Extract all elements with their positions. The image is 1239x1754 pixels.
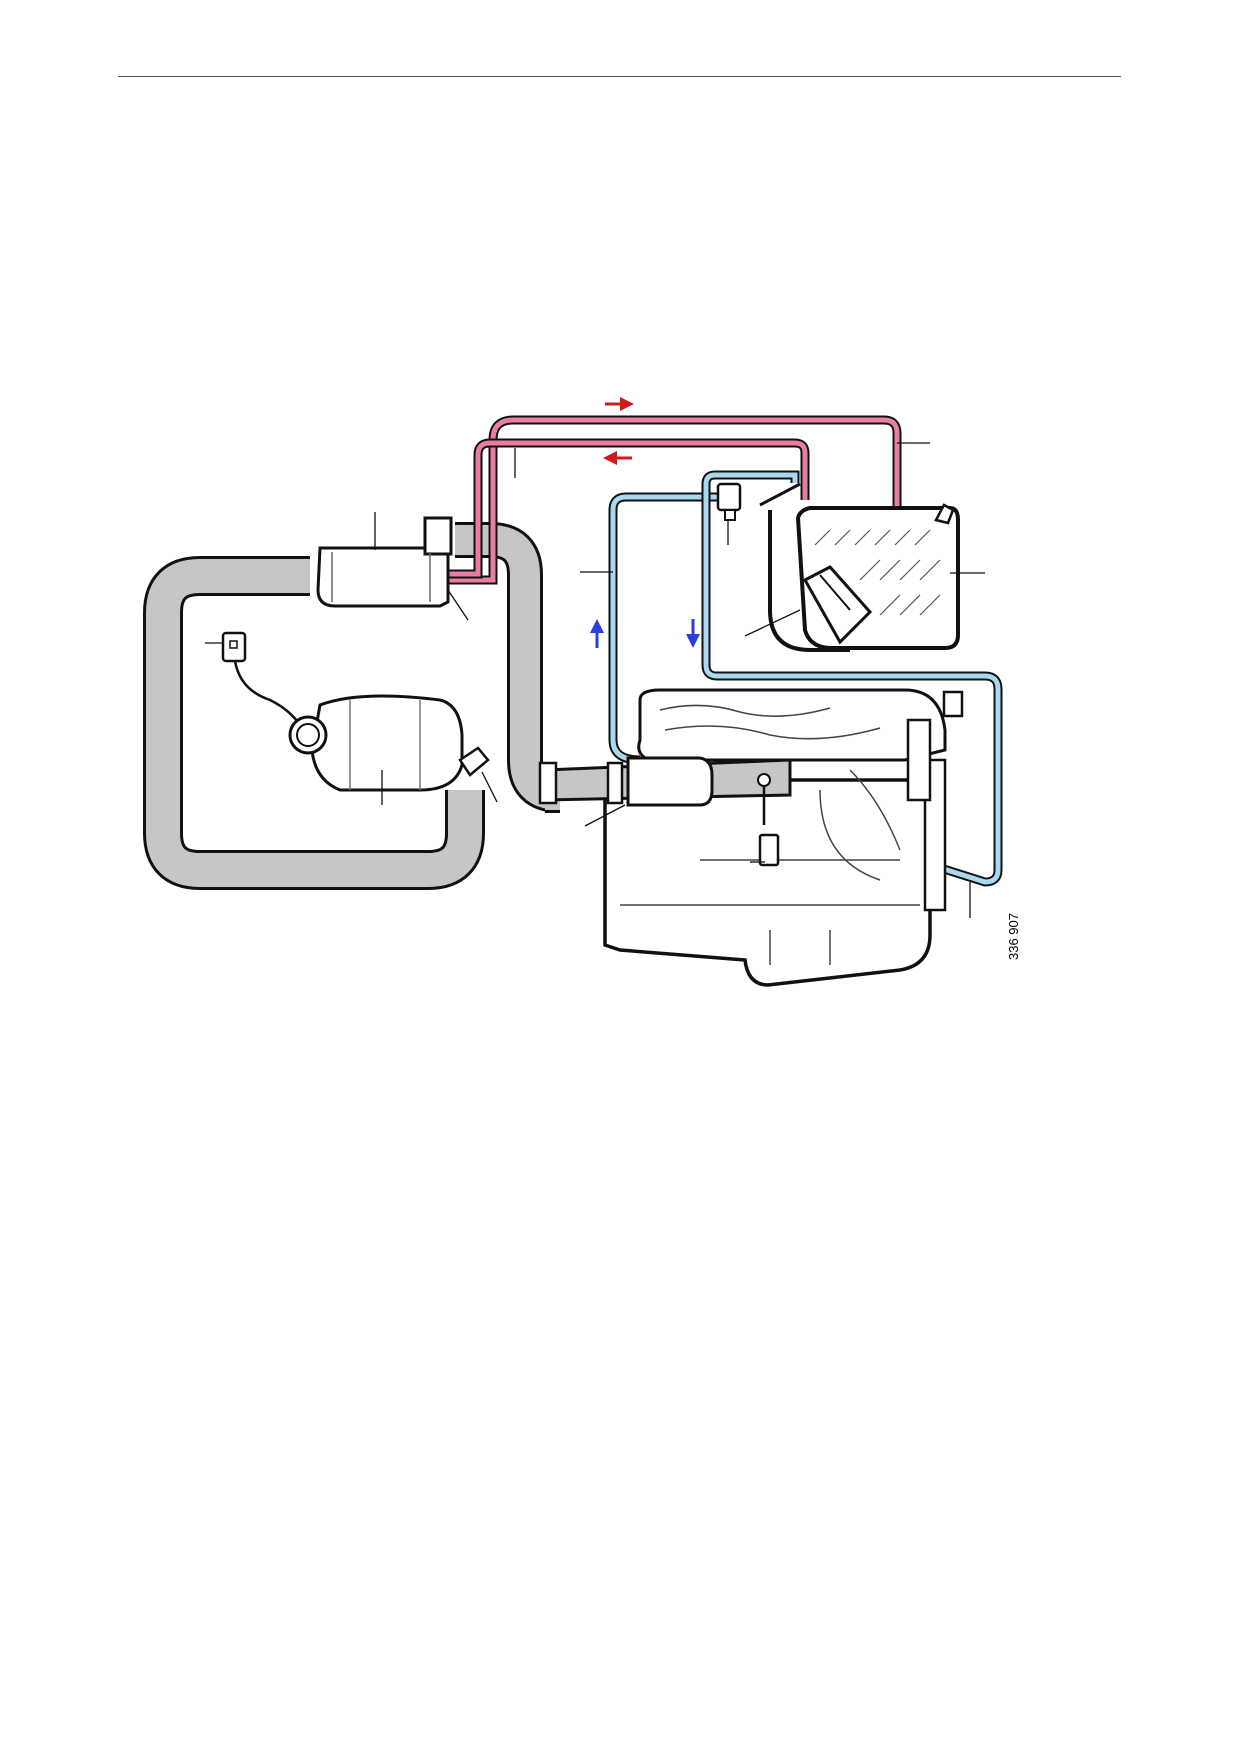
arrow-up-blue bbox=[590, 619, 604, 648]
arrow-down-blue bbox=[686, 619, 700, 648]
coolant-pump bbox=[538, 756, 792, 807]
engine-block bbox=[603, 688, 964, 987]
level-sensor bbox=[221, 631, 302, 726]
leader-lines bbox=[205, 442, 985, 918]
figure-number-text: 336 907 bbox=[1006, 913, 1021, 960]
filter-canister bbox=[288, 694, 490, 792]
arrow-left-red bbox=[603, 451, 632, 465]
temperature-sensor bbox=[758, 785, 780, 867]
heater-unit bbox=[316, 516, 453, 608]
main-hose-loop bbox=[143, 556, 485, 890]
feed-line bbox=[608, 470, 1003, 887]
expansion-tank bbox=[795, 503, 960, 650]
shut-off-valve bbox=[716, 482, 801, 521]
header-rule bbox=[118, 76, 1121, 77]
return-line bbox=[443, 415, 902, 585]
arrow-right-red bbox=[605, 397, 634, 411]
tank-bracket bbox=[768, 510, 850, 652]
